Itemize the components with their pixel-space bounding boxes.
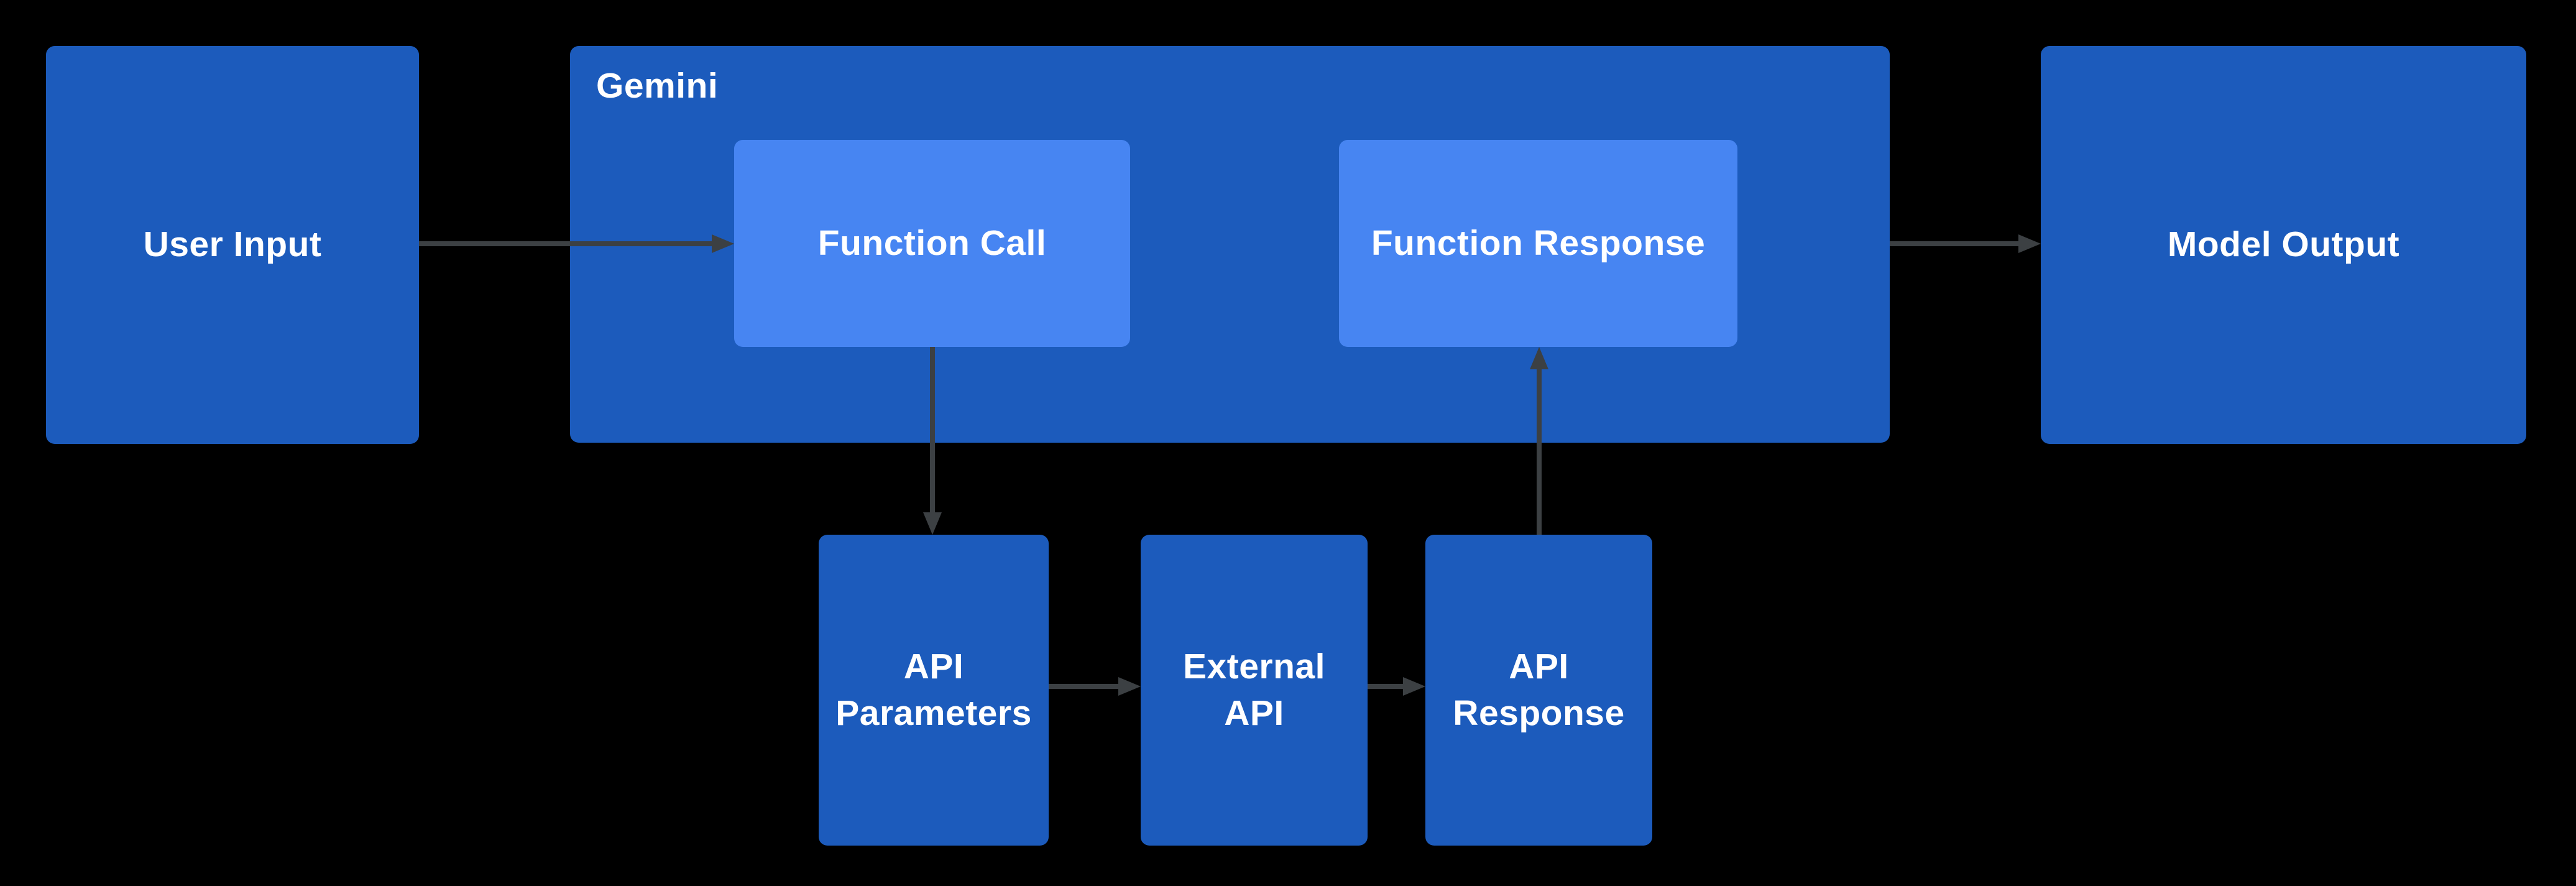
model-output-node: Model Output	[2041, 46, 2526, 444]
function-response-node: Function Response	[1339, 140, 1737, 347]
function-response-label: Function Response	[1371, 223, 1706, 263]
arrow-shaft	[1368, 684, 1405, 689]
arrow-shaft	[1049, 684, 1121, 689]
arrow-head-right-icon	[712, 234, 734, 253]
external-api-label: External API	[1183, 646, 1325, 733]
gemini-label: Gemini	[596, 66, 719, 106]
api-response-label: API Response	[1453, 646, 1625, 733]
function-call-label: Function Call	[817, 223, 1047, 263]
arrow-shaft	[419, 241, 714, 246]
arrow-head-right-icon	[1118, 677, 1141, 696]
model-output-label: Model Output	[2167, 224, 2400, 265]
arrow-shaft	[1890, 241, 2021, 246]
arrow-head-right-icon	[2018, 234, 2041, 253]
arrow-head-down-icon	[923, 512, 942, 535]
arrow-head-right-icon	[1403, 677, 1425, 696]
gemini-container-node: Gemini Function Call Function Response	[570, 46, 1890, 443]
api-parameters-node: API Parameters	[819, 535, 1049, 846]
external-api-node: External API	[1141, 535, 1368, 846]
user-input-label: User Input	[143, 224, 322, 265]
function-call-node: Function Call	[734, 140, 1130, 347]
arrow-head-up-icon	[1530, 347, 1548, 369]
arrow-shaft	[1537, 367, 1542, 535]
user-input-node: User Input	[46, 46, 419, 444]
api-parameters-label: API Parameters	[835, 646, 1032, 733]
arrow-shaft	[930, 347, 935, 515]
api-response-node: API Response	[1425, 535, 1652, 846]
